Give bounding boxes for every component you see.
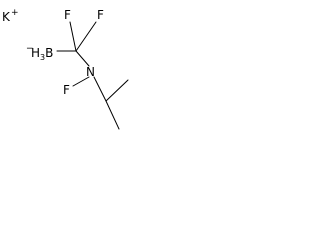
bond-c-f-left xyxy=(69,21,77,52)
fluorine-top-right: F xyxy=(97,8,104,22)
borate-hydrogen: H xyxy=(31,46,40,60)
bonds xyxy=(56,21,129,130)
bond-n-f xyxy=(72,76,90,87)
nitrogen-atom: N xyxy=(86,65,95,79)
bond-c-f-right xyxy=(75,21,97,52)
potassium-counterion: K + xyxy=(2,8,19,24)
molecular-structure: K + − H3B F F N F xyxy=(2,8,129,130)
borate-group: − H3B xyxy=(26,44,53,62)
borate-boron: B xyxy=(45,46,53,60)
bond-n-ch xyxy=(93,76,107,102)
borate-hydrogen-count: 3 xyxy=(40,53,45,62)
borate-label: H3B xyxy=(31,46,53,62)
fluorine-top-left: F xyxy=(64,8,71,22)
potassium-symbol: K xyxy=(2,10,11,24)
borate-charge: − xyxy=(26,44,34,54)
atom-labels: F F N F xyxy=(63,8,104,97)
bond-ch-methyl-down xyxy=(105,100,120,130)
bond-c-n xyxy=(75,50,90,67)
fluorine-on-nitrogen: F xyxy=(63,83,70,97)
bond-ch-methyl-up xyxy=(105,79,129,102)
potassium-charge: + xyxy=(11,8,19,18)
